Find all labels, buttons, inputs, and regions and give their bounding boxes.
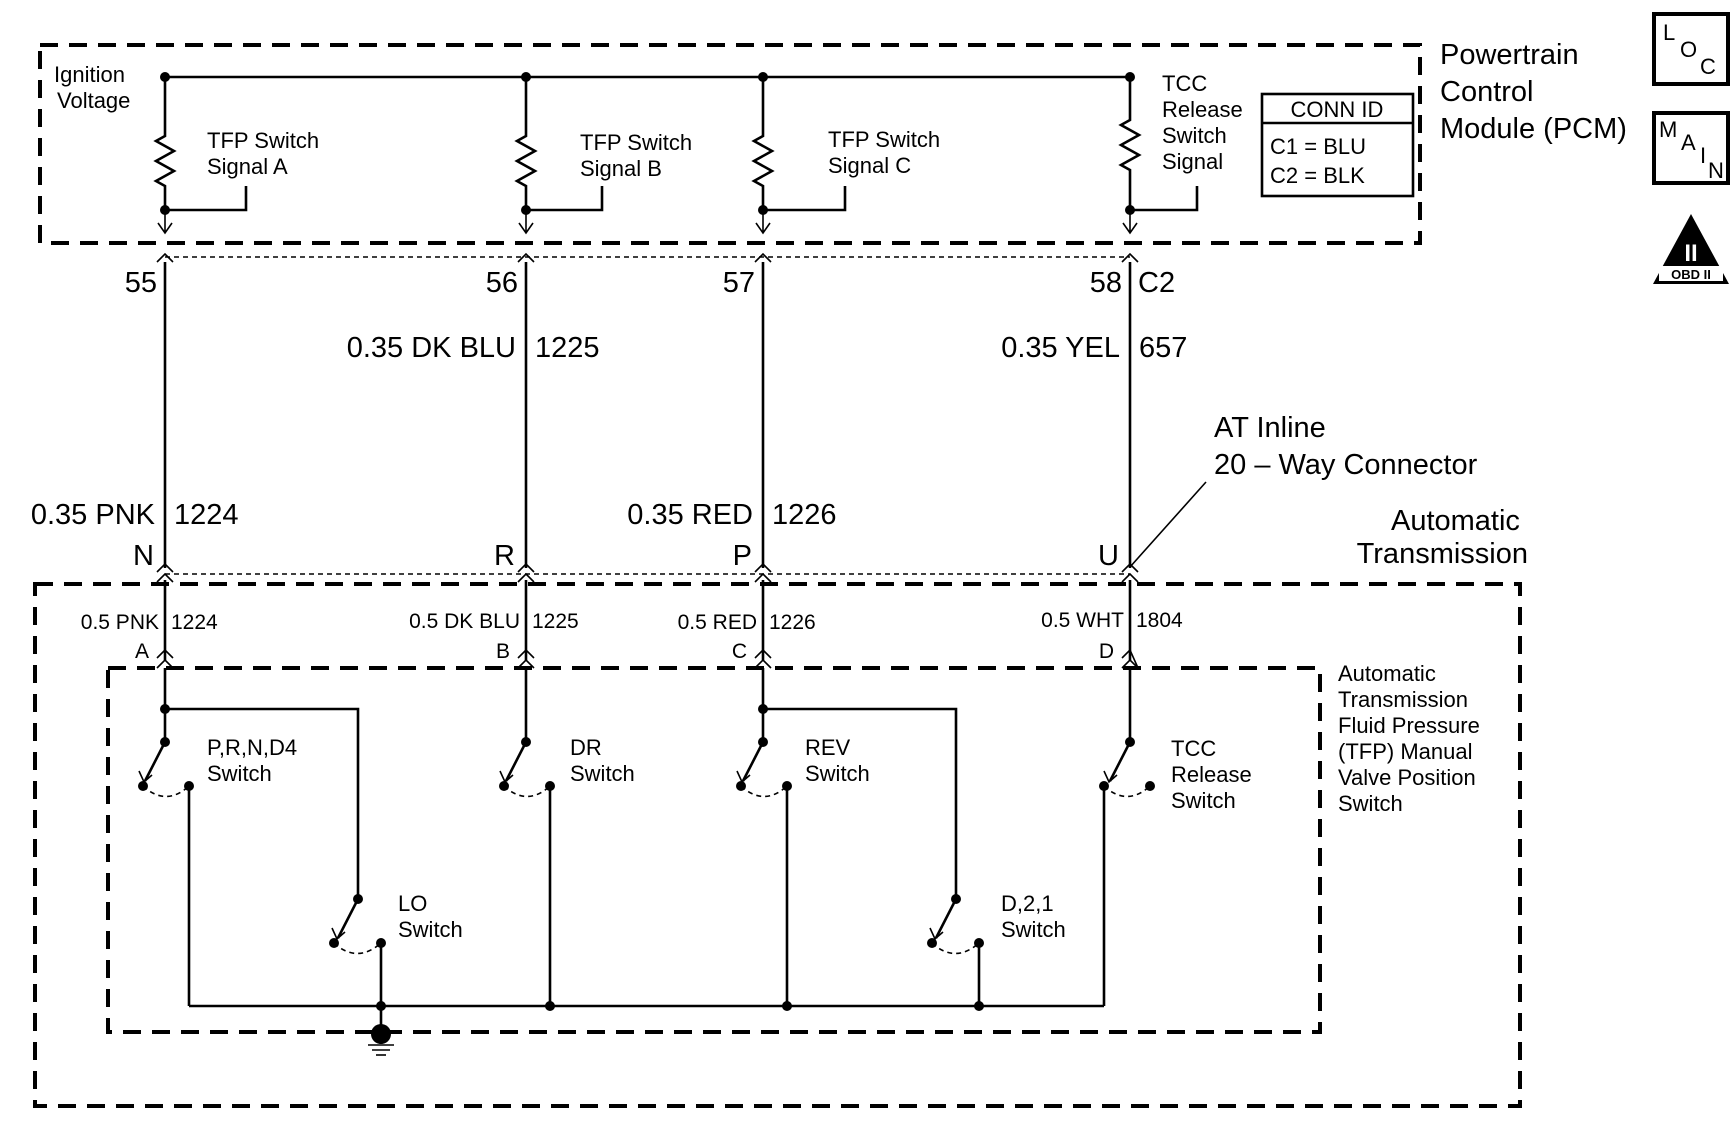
wire-color-label: 0.35 PNK <box>31 499 156 531</box>
wire-circuit-label: 1804 <box>1136 609 1183 632</box>
wire-color-label: 0.35 YEL <box>1001 332 1120 364</box>
lo-switch-label: LO Switch <box>398 891 463 942</box>
prnd4-switch-icon <box>138 737 194 798</box>
wire-circuit-label: 1225 <box>532 610 579 633</box>
inline-connector-label: AT Inline 20 – Way Connector <box>1214 412 1478 481</box>
wire-color-label: 0.35 DK BLU <box>347 332 516 364</box>
wire-circuit-label: 657 <box>1139 332 1187 364</box>
d21-switch-icon <box>927 894 984 955</box>
pcm-connector-id: C2 <box>1138 267 1175 299</box>
transmission-boundary <box>33 582 1522 1108</box>
tfp-signal-b-label: TFP Switch Signal B <box>580 130 698 181</box>
svg-text:I: I <box>1700 143 1706 168</box>
conn-id-table: CONN ID C1 = BLU C2 = BLK <box>1260 92 1415 198</box>
pcm-circuit-b <box>514 77 604 235</box>
rev-switch-label: REV Switch <box>805 735 870 786</box>
pcm-pin-number: 56 <box>486 267 518 299</box>
trans-pin-letter: A <box>135 640 149 663</box>
pcm-connector-terminals <box>156 252 1139 263</box>
tfp-signal-c-label: TFP Switch Signal C <box>828 127 946 178</box>
inline-pin-letter: P <box>733 540 752 572</box>
trans-connector-terminals <box>156 648 1139 669</box>
lo-switch-icon <box>329 894 386 955</box>
conn-id-row: C1 = BLU <box>1270 134 1366 159</box>
svg-text:II: II <box>1684 240 1697 267</box>
svg-text:N: N <box>1708 158 1724 183</box>
loc-badge-icon: L O C <box>1652 12 1730 86</box>
inline-pin-letter: N <box>133 540 154 572</box>
leader-line <box>1129 481 1207 568</box>
d21-switch-label: D,2,1 Switch <box>1001 891 1066 942</box>
svg-text:C: C <box>1700 54 1716 79</box>
tfp-valve-switch-boundary <box>106 666 1322 1034</box>
trans-pin-letter: C <box>732 640 747 663</box>
pcm-pin-number: 55 <box>125 267 157 299</box>
wire-color-label: 0.5 DK BLU <box>409 610 520 633</box>
inline-pin-letter: R <box>494 540 515 572</box>
tfp-signal-a-label: TFP Switch Signal A <box>207 128 325 179</box>
pcm-circuit-d <box>1118 77 1199 235</box>
prnd4-switch-label: P,R,N,D4 Switch <box>207 735 303 786</box>
tcc-release-switch-label: TCC Release Switch <box>1171 736 1258 813</box>
ground-icon <box>368 1024 394 1056</box>
wire-to-lo-switch <box>165 707 360 899</box>
dr-switch-icon <box>499 737 555 798</box>
pcm-boundary <box>38 43 1422 245</box>
svg-text:A: A <box>1681 130 1696 155</box>
wire-circuit-label: 1226 <box>769 611 816 634</box>
trans-pin-letter: D <box>1099 640 1114 663</box>
wire-color-label: 0.35 RED <box>627 499 753 531</box>
obd-ii-badge-icon: II OBD II <box>1653 214 1729 284</box>
inline-connector-terminals <box>156 562 1139 583</box>
conn-id-header: CONN ID <box>1291 97 1384 122</box>
wire-to-d21-switch <box>763 707 958 899</box>
wire-circuit-label: 1225 <box>535 332 600 364</box>
inline-pin-letter: U <box>1098 540 1119 572</box>
ignition-voltage-label: Ignition Voltage <box>54 62 131 113</box>
svg-text:M: M <box>1659 117 1677 142</box>
dr-switch-label: DR Switch <box>570 735 635 786</box>
pcm-title: Powertrain Control Module (PCM) <box>1440 39 1627 145</box>
conn-id-row: C2 = BLK <box>1270 163 1365 188</box>
pcm-pin-number: 57 <box>723 267 755 299</box>
pcm-circuit-a <box>153 77 248 235</box>
svg-text:OBD II: OBD II <box>1671 267 1711 282</box>
svg-text:O: O <box>1680 37 1697 62</box>
wire-circuit-label: 1226 <box>772 499 837 531</box>
wire-color-label: 0.5 RED <box>678 611 757 634</box>
pcm-circuit-c <box>751 77 847 235</box>
trans-pin-letter: B <box>496 640 510 663</box>
wire-circuit-label: 1224 <box>171 611 218 634</box>
pcm-pin-number: 58 <box>1090 267 1122 299</box>
tfp-valve-switch-label: Automatic Transmission Fluid Pressure (T… <box>1338 661 1486 816</box>
tcc-release-signal-label: TCC Release Switch Signal <box>1162 71 1249 174</box>
main-badge-icon: M A I N <box>1652 111 1730 185</box>
wire-color-label: 0.5 PNK <box>81 611 159 634</box>
wire-color-label: 0.5 WHT <box>1041 609 1124 632</box>
wire-circuit-label: 1224 <box>174 499 239 531</box>
tcc-release-switch-icon <box>1099 737 1155 798</box>
svg-text:L: L <box>1663 20 1675 45</box>
ground-return-wires <box>187 786 1106 1030</box>
rev-switch-icon <box>736 737 792 798</box>
transmission-title: Automatic Transmission <box>1357 505 1528 570</box>
